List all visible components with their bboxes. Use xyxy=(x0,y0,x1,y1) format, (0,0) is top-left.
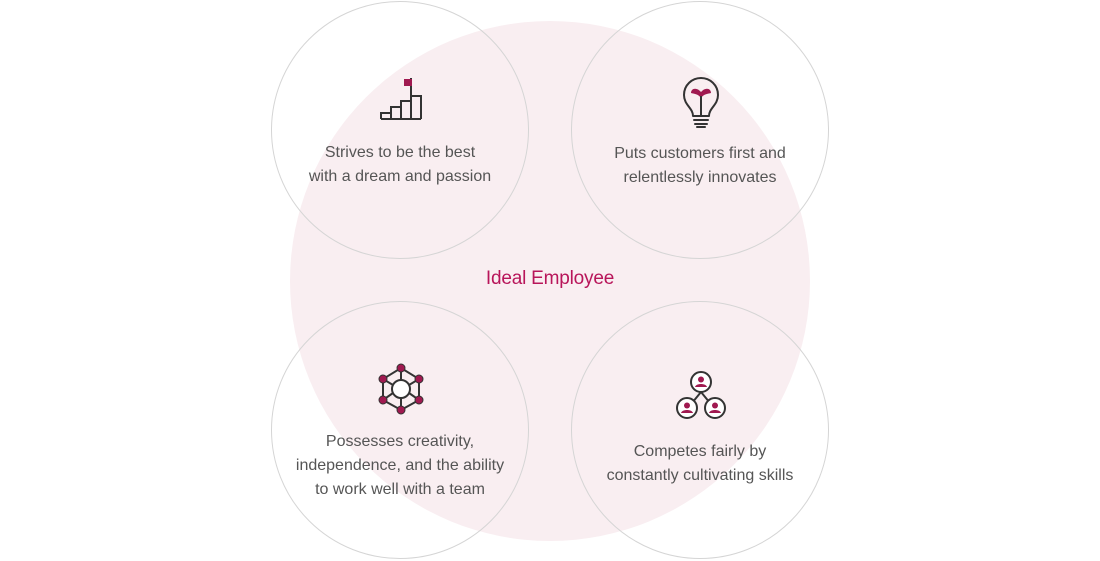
value-text-line: Strives to be the best xyxy=(324,144,476,161)
people-group-icon xyxy=(671,370,731,430)
value-text-line: relentlessly innovates xyxy=(623,169,777,186)
network-hub-icon xyxy=(371,360,431,420)
value-text-fairness: Competes fairly by constantly cultivatin… xyxy=(578,440,822,488)
value-text-line: constantly cultivating skills xyxy=(606,467,794,484)
stairs-flag-icon xyxy=(371,72,431,132)
value-circle-passion: Strives to be the best with a dream and … xyxy=(271,1,529,259)
value-text-line: Competes fairly by xyxy=(633,443,767,460)
value-text-line: independence, and the ability xyxy=(295,457,505,474)
value-text-line: to work well with a team xyxy=(315,481,485,498)
value-text-passion: Strives to be the best with a dream and … xyxy=(278,141,522,189)
value-text-creativity: Possesses creativity, independence, and … xyxy=(278,430,522,502)
lightbulb-icon xyxy=(671,74,731,134)
center-title: Ideal Employee xyxy=(485,268,615,289)
value-text-line: Possesses creativity, xyxy=(325,433,475,450)
value-text-innovation: Puts customers first and relentlessly in… xyxy=(578,142,822,190)
value-text-line: with a dream and passion xyxy=(308,168,492,185)
value-text-line: Puts customers first and xyxy=(614,145,786,162)
value-circle-fairness: Competes fairly by constantly cultivatin… xyxy=(571,301,829,559)
value-circle-creativity: Possesses creativity, independence, and … xyxy=(271,301,529,559)
value-circle-innovation: Puts customers first and relentlessly in… xyxy=(571,1,829,259)
